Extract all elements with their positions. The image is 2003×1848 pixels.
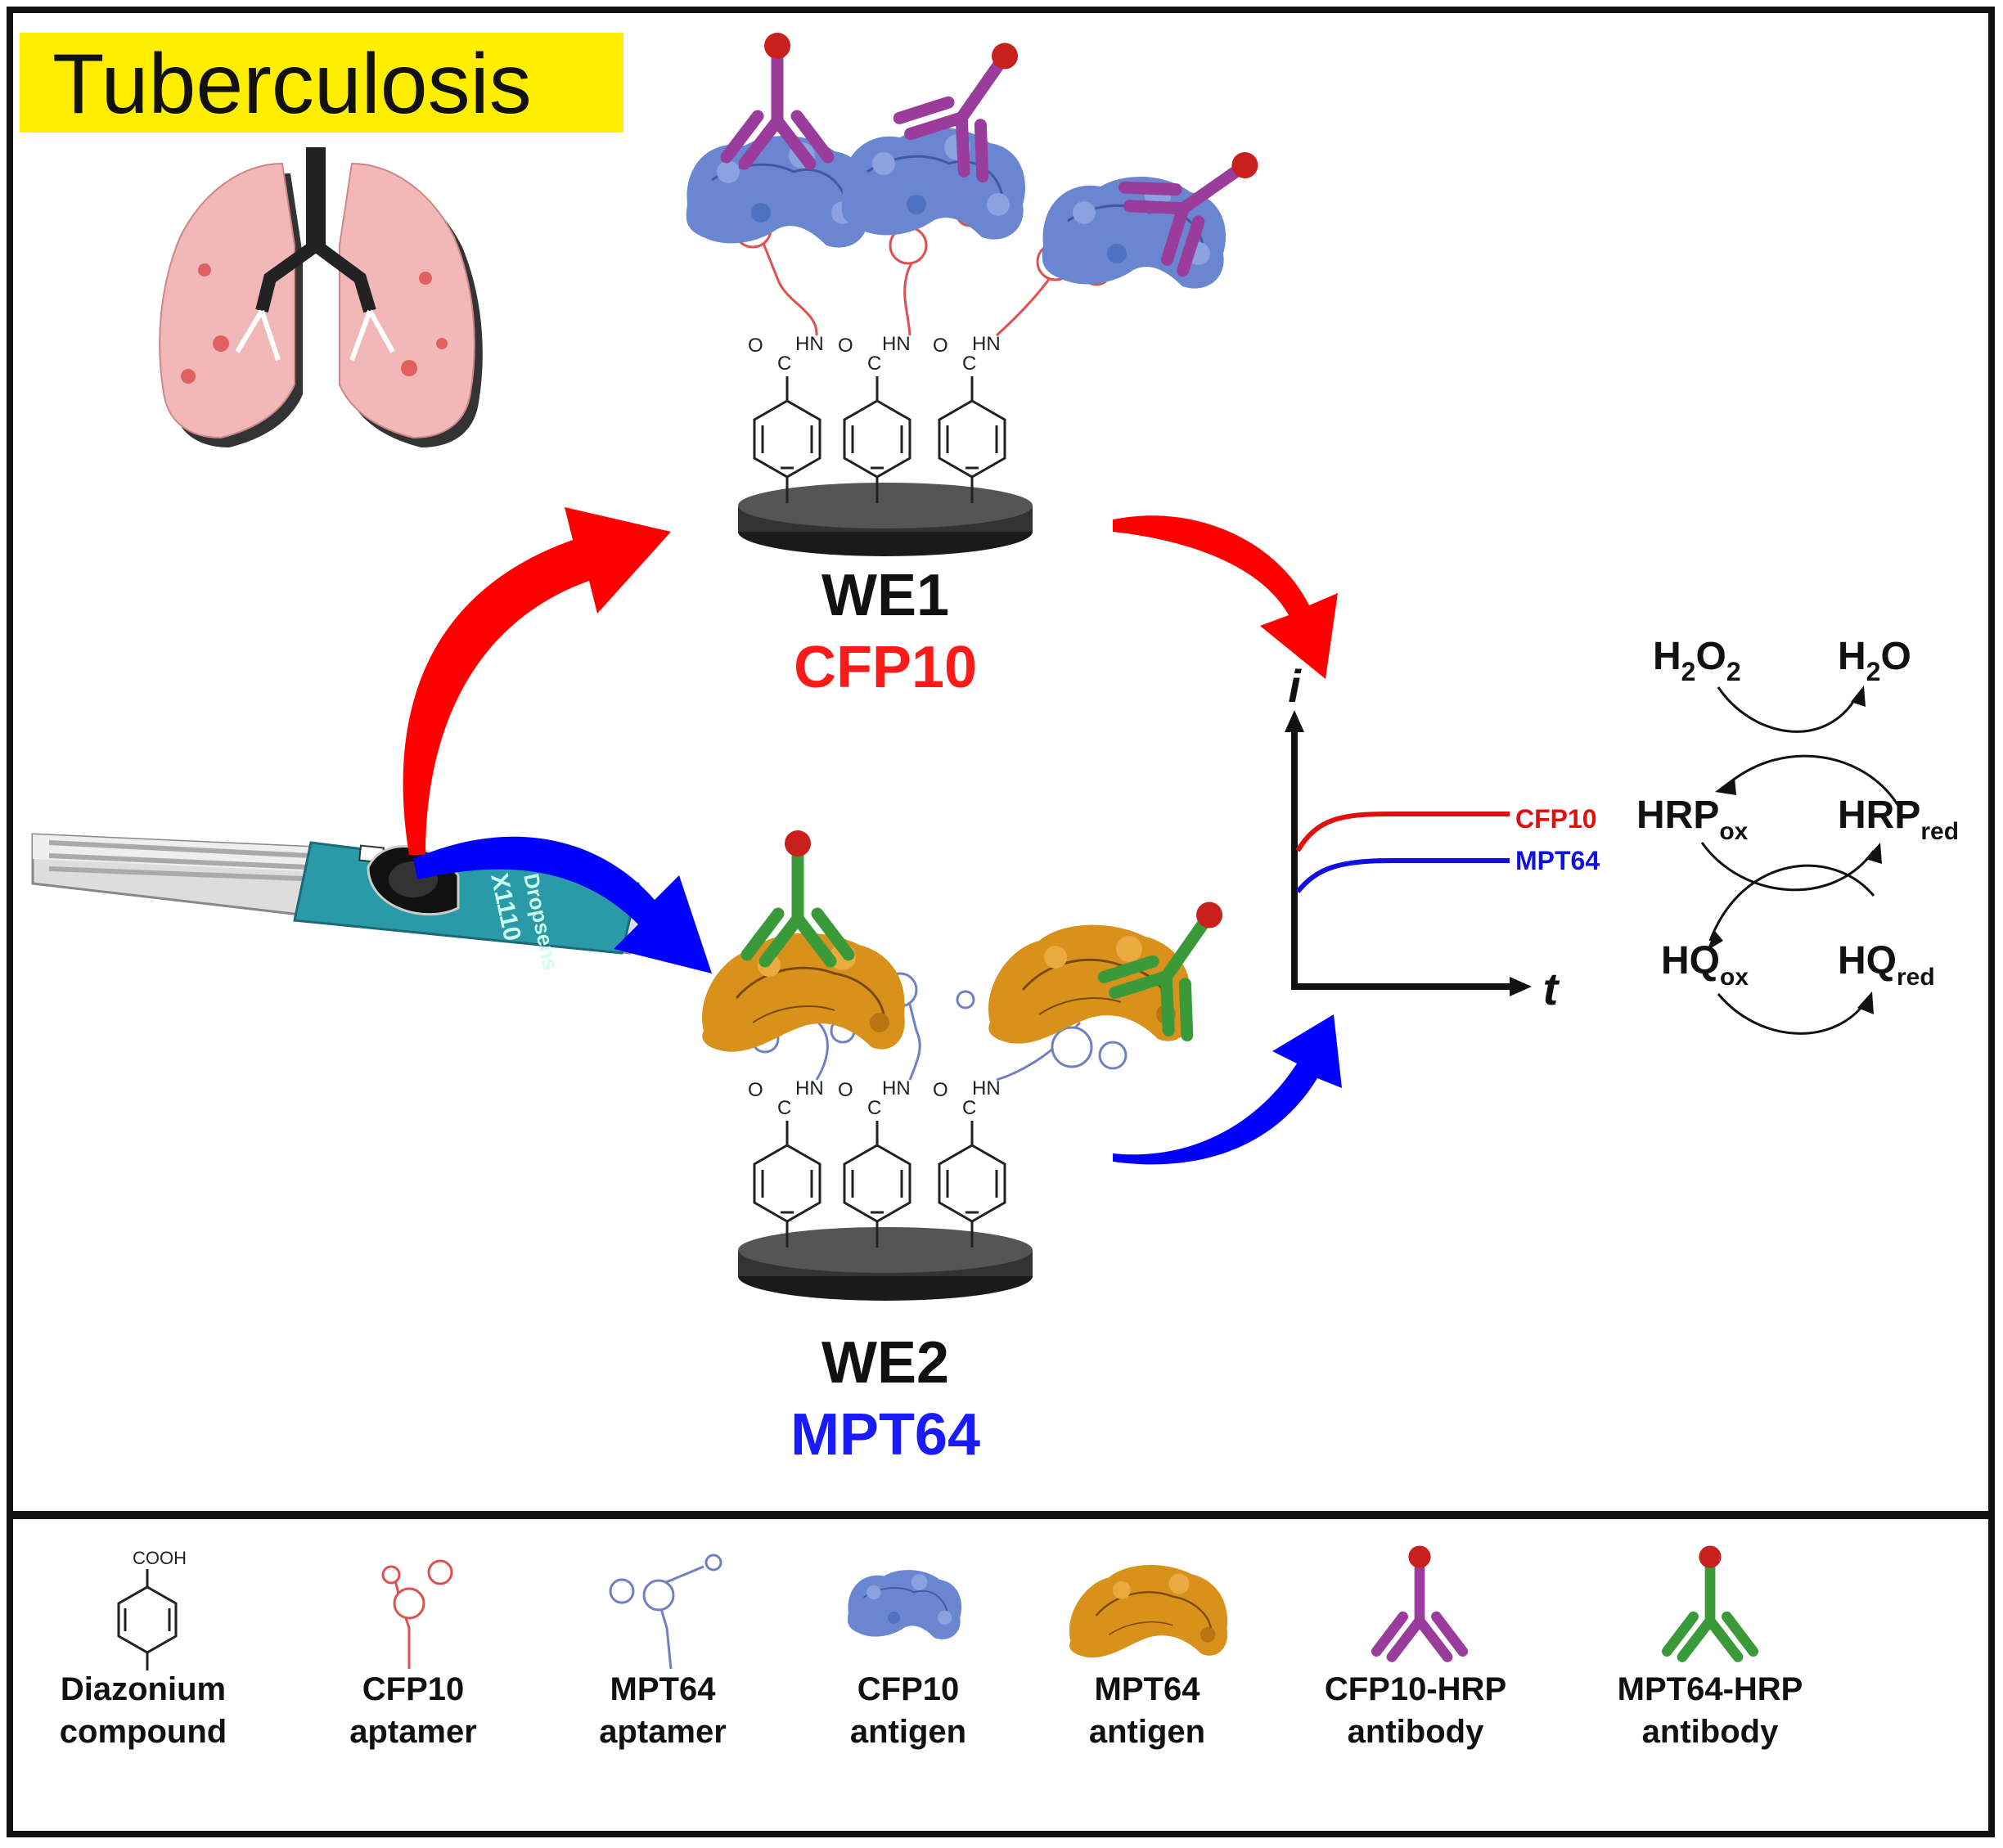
we1-amide-3: HN [972, 333, 1001, 355]
legend-icon-cfp10-antigen [847, 1569, 963, 1640]
legend-cooh-text: COOH [133, 1548, 187, 1568]
we2-carbonyl-o-2: O [838, 1079, 853, 1101]
we2-amide-1: HN [795, 1077, 824, 1099]
we2-target: MPT64 [790, 1402, 980, 1468]
mpt64-curve [1295, 858, 1510, 893]
we2-antigen-1 [700, 932, 907, 1054]
we1-carbonyl-c-1: C [777, 353, 791, 375]
legend-label-3a: MPT64 [610, 1671, 717, 1707]
legend-icon-mpt64-antigen [1068, 1563, 1229, 1659]
cycle-arc-top-1 [1717, 686, 1859, 733]
legend-label-1b: compound [60, 1714, 227, 1750]
legend-icon-mpt64-aptamer [609, 1553, 722, 1670]
we2-linker-3 [938, 1119, 1006, 1249]
legend-label-7b: antibody [1642, 1714, 1779, 1750]
we1-amide-1: HN [795, 333, 824, 355]
page-title: Tuberculosis [52, 37, 532, 132]
hrp-redox-cycle: H2O2 H2O HRPox HRPred HQox HQred [1636, 635, 1959, 1035]
legend-label-4b: antigen [850, 1714, 966, 1750]
we2-carbonyl-c-1: C [777, 1097, 791, 1119]
legend-icon-cfp10-aptamer [381, 1559, 453, 1669]
we1-antigen-1 [685, 134, 871, 250]
hrp-red-label: HRPred [1838, 794, 1959, 845]
hq-red-label: HQred [1838, 939, 1935, 991]
we1-assembly: HN HN HN O O O C C C [685, 16, 1285, 556]
lungs-icon [159, 147, 483, 447]
plot-y-label: i [1288, 660, 1302, 712]
we1-carbonyl-o-3: O [933, 335, 948, 357]
we2-linker-1 [753, 1119, 821, 1249]
legend-label-3b: aptamer [599, 1714, 727, 1750]
we1-carbonyl-c-2: C [867, 353, 881, 375]
mpt64-curve-label: MPT64 [1515, 846, 1600, 875]
legend: COOH Diazonium compound CFP10 ap [60, 1546, 1803, 1750]
we2-amide-3: HN [972, 1077, 1001, 1099]
plot-x-label: t [1543, 963, 1560, 1014]
legend-label-6b: antibody [1348, 1714, 1484, 1750]
we1-linker-3 [938, 375, 1006, 505]
screen-printed-electrode-strip: Dropsens X1110 [31, 833, 648, 973]
we1-target: CFP10 [794, 635, 977, 700]
we1-carbonyl-c-3: C [962, 353, 976, 375]
we1-antigen-2 [840, 126, 1027, 241]
we2-carbonyl-c-2: C [867, 1097, 881, 1119]
legend-label-2b: aptamer [349, 1714, 477, 1750]
legend-label-5a: MPT64 [1095, 1671, 1201, 1707]
legend-icon-diazonium: COOH [117, 1548, 187, 1670]
cycle-arc-bot-1 [1717, 993, 1867, 1035]
cycle-arc-mid-1 [1700, 842, 1875, 892]
h2o-label: H2O [1838, 635, 1911, 686]
we1-linker-1 [753, 375, 821, 505]
legend-icon-mpt64-hrp-antibody [1667, 1546, 1753, 1657]
hrp-ox-label: HRPox [1636, 794, 1749, 845]
red-arrow-to-plot [1113, 515, 1338, 679]
cycle-arc-top-2 [1726, 754, 1900, 807]
blue-arrow-to-we2 [413, 836, 712, 973]
we1-carbonyl-o-2: O [838, 335, 853, 357]
we1-label: WE1 [821, 563, 949, 628]
amperometric-plot: i t CFP10 MPT64 [1285, 660, 1600, 1014]
legend-label-1a: Diazonium [61, 1671, 226, 1707]
legend-label-7a: MPT64-HRP [1618, 1671, 1803, 1707]
we1-carbonyl-o-1: O [748, 335, 763, 357]
hq-ox-label: HQox [1661, 939, 1749, 991]
we2-assembly: HN HN HN O O O C C C [700, 830, 1258, 1301]
cfp10-curve-label: CFP10 [1515, 804, 1597, 834]
legend-icon-cfp10-hrp-antibody [1376, 1546, 1462, 1657]
red-arrow-to-we1 [403, 507, 671, 855]
we2-carbonyl-o-1: O [748, 1079, 763, 1101]
we1-amide-2: HN [882, 333, 911, 355]
cfp10-curve [1295, 812, 1510, 852]
we2-amide-2: HN [882, 1077, 911, 1099]
cycle-arc-mid-2 [1708, 864, 1875, 942]
we2-carbonyl-o-3: O [933, 1079, 948, 1101]
h2o2-label: H2O2 [1653, 635, 1741, 686]
legend-label-4a: CFP10 [857, 1671, 960, 1707]
legend-label-2a: CFP10 [362, 1671, 465, 1707]
we2-label: WE2 [821, 1330, 949, 1396]
title-highlight [20, 33, 623, 133]
blue-arrow-to-plot [1113, 1014, 1342, 1165]
outer-frame [7, 7, 1995, 1837]
legend-label-6a: CFP10-HRP [1325, 1671, 1506, 1707]
we2-carbonyl-c-3: C [962, 1097, 976, 1119]
legend-label-5b: antigen [1089, 1714, 1205, 1750]
